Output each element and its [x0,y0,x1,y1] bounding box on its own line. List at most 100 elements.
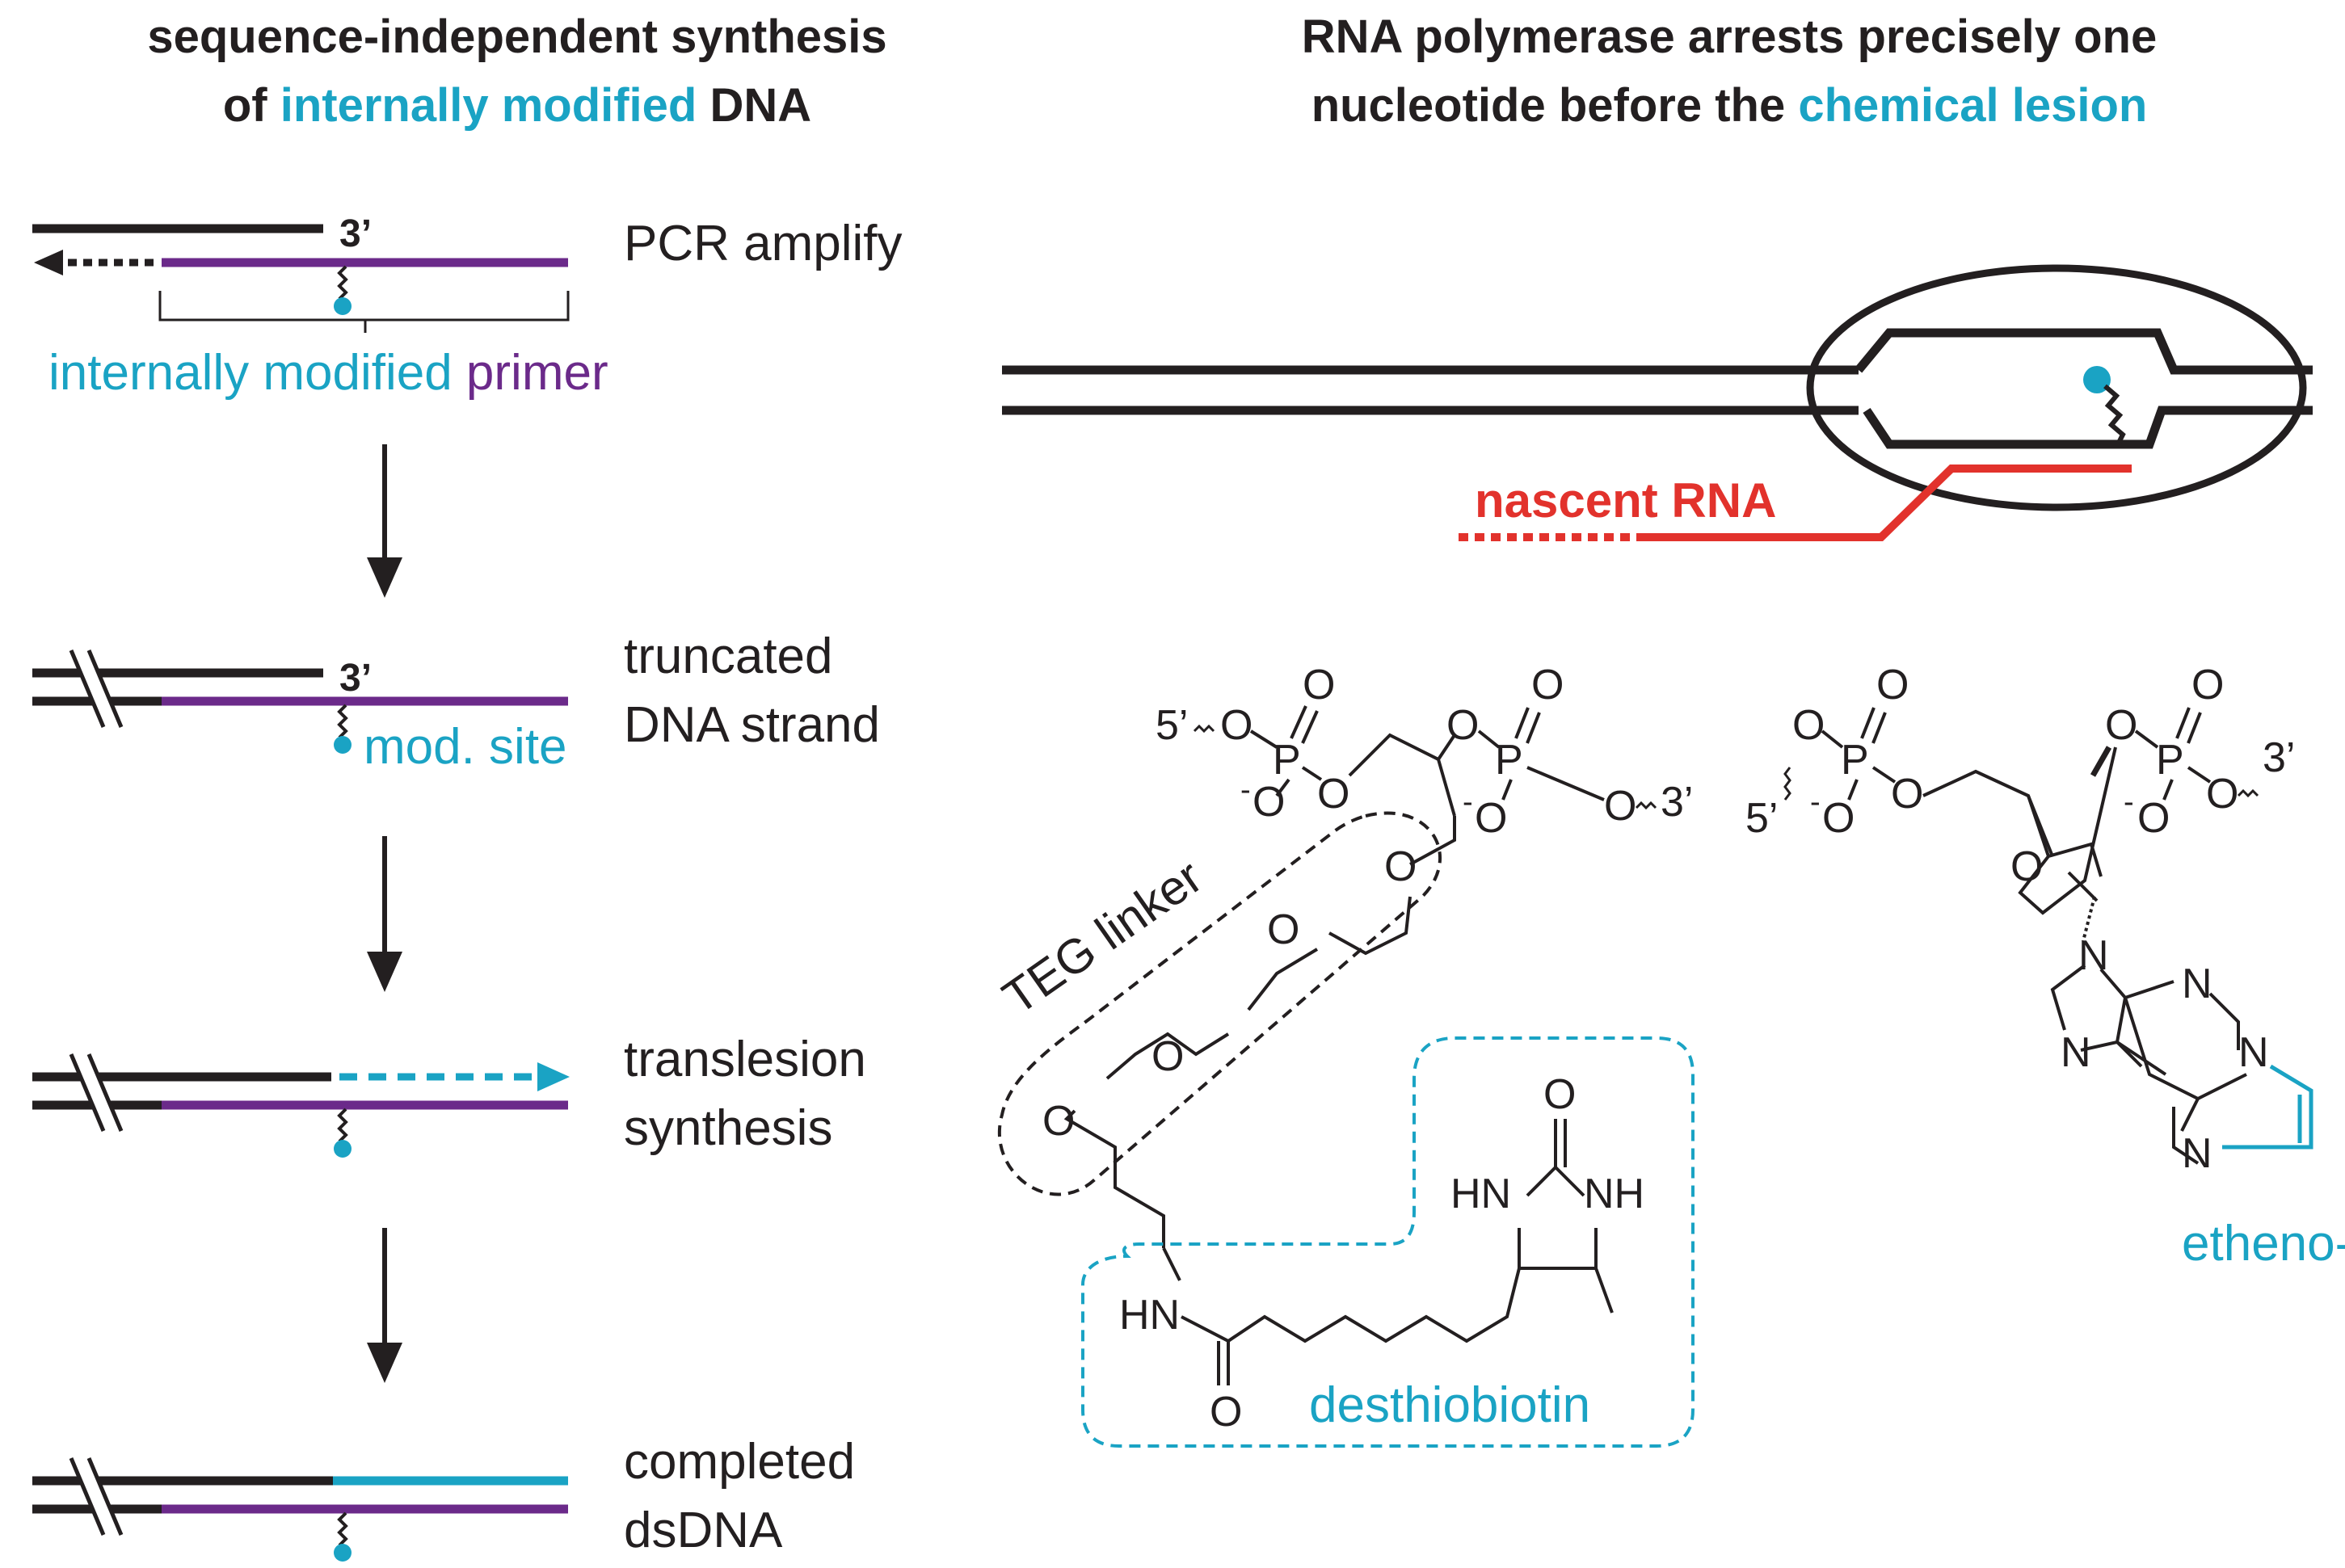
nascent-rna-strand [1640,465,2132,541]
atom-o: O [1475,795,1507,842]
sugar-bonds [1922,746,2117,915]
desthiobiotin-chain-bonds [1181,1267,1521,1343]
linker-squiggle [337,265,348,301]
atom-o: O [1252,779,1285,826]
step-3-label-line1: translesion [624,1032,866,1087]
break-mark-1 [69,1457,106,1536]
left-title-line2-accent: internally modified [280,79,697,132]
atom-o: O [1151,1033,1184,1080]
five-prime-label: 5’ [1156,702,1188,749]
atom-nh: NH [1584,1171,1644,1217]
step-pcr-amplify: 3’ internally modified primer PCR amplif… [32,212,903,401]
step-4-label-line2: dsDNA [624,1503,783,1558]
left-title-line2: of internally modified DNA [223,79,811,132]
base-bonds [2050,964,2240,1165]
structure-etheno-da: 5’ O P O - O O O O P O - O O 3’ N [1745,662,2345,1272]
three-prime-label: 3’ [2263,734,2295,781]
atom-o: O [2206,771,2238,818]
atom-o: O [1604,783,1636,830]
atom-n: N [2182,961,2212,1007]
modification-dot [334,736,352,754]
extension-arrowhead [34,250,63,275]
atom-o: O [1876,662,1909,708]
atom-o: O [1042,1098,1075,1145]
left-title: sequence-independent synthesis of intern… [147,11,886,132]
atom-o: O [1384,843,1417,890]
mod-site-label: mod. site [364,719,567,775]
break-mark-2 [86,1457,124,1536]
break-gap [70,1050,122,1135]
atom-o: O [1303,662,1335,708]
atom-p: P [1273,737,1301,784]
five-prime-label: 5’ [1745,795,1778,842]
three-prime-label: 3’ [1661,779,1693,826]
break-mark-1 [69,649,106,728]
atom-hn: HN [1450,1171,1511,1217]
step-4-label-line1: completed [624,1434,855,1490]
polymerase-schematic: nascent RNA [1002,264,2313,541]
modification-dot [334,1544,352,1562]
break-mark-2 [86,649,124,728]
minus-sign: - [1463,785,1473,819]
three-prime-label: 3’ [339,212,372,255]
break-gap [70,1454,122,1539]
minus-sign: - [2124,785,2134,819]
right-title-line2: nucleotide before the chemical lesion [1311,79,2148,132]
ring-bonds [1518,1228,1614,1314]
atom-o: O [1446,702,1479,749]
right-title: RNA polymerase arrests precisely one nuc… [1302,11,2157,132]
step-completed: completed dsDNA [32,1434,855,1562]
etheno-bridge [2222,1064,2313,1150]
teg-linker-dashed-box [997,811,1442,1196]
bubble-mask [1859,355,2182,428]
modification-dot [334,297,352,315]
primer-bracket [158,291,570,333]
lesion-linker-squiggle [2103,384,2126,446]
right-title-line2-accent: chemical lesion [1798,79,2147,132]
atom-o: O [1317,771,1349,818]
atom-p: P [1841,737,1869,784]
right-title-line2-pre: nucleotide before the [1311,79,1799,132]
atom-o: O [1531,662,1564,708]
translesion-arrowhead [537,1062,570,1091]
atom-n: N [2061,1029,2091,1076]
atom-o: O [2137,795,2170,842]
five-prime-squiggle [1783,767,1791,801]
atom-o: O [1822,795,1855,842]
minus-sign: - [1240,773,1251,807]
atom-o: O [2105,702,2137,749]
three-prime-squiggle [2237,788,2259,798]
nascent-rna-label: nascent RNA [1475,473,1776,528]
desthiobiotin-label: desthiobiotin [1309,1377,1590,1433]
backbone-bonds [1348,733,1456,817]
step-2-label-line2: DNA strand [624,697,880,753]
structure-desthiobiotin: 5’ O P O - O O O P O - O O 3’ O O O O TE… [993,662,1695,1448]
break-mark-2 [86,1053,124,1132]
process-arrow-2 [367,836,402,992]
step-translesion: translesion synthesis [32,1032,866,1158]
atom-o: O [1267,906,1299,953]
left-title-line1: sequence-independent synthesis [147,11,886,63]
left-title-line2-post: DNA [697,79,811,132]
three-prime-label: 3’ [339,657,372,700]
atom-o: O [1891,771,1923,818]
atom-o: O [1543,1071,1576,1118]
desthiobiotin-dashed-box [1081,1036,1695,1448]
atom-n: N [2182,1130,2212,1177]
atom-hn: HN [1119,1292,1180,1339]
linker-squiggle [337,1108,348,1143]
primer-label: internally modified primer [48,345,608,401]
atom-p: P [2156,737,2184,784]
right-title-line1: RNA polymerase arrests precisely one [1302,11,2157,63]
atom-p: P [1495,737,1523,784]
atom-o: O [2191,662,2224,708]
lesion-dot [2083,366,2111,393]
step-2-label-line1: truncated [624,628,833,684]
step-truncated: 3’ mod. site truncated DNA strand [32,628,880,775]
minus-sign: - [1810,785,1821,819]
step-3-label-line2: synthesis [624,1100,832,1156]
three-prime-squiggle [1635,801,1657,810]
rna-polymerase-ellipse [1806,264,2307,511]
left-title-line2-pre: of [223,79,280,132]
